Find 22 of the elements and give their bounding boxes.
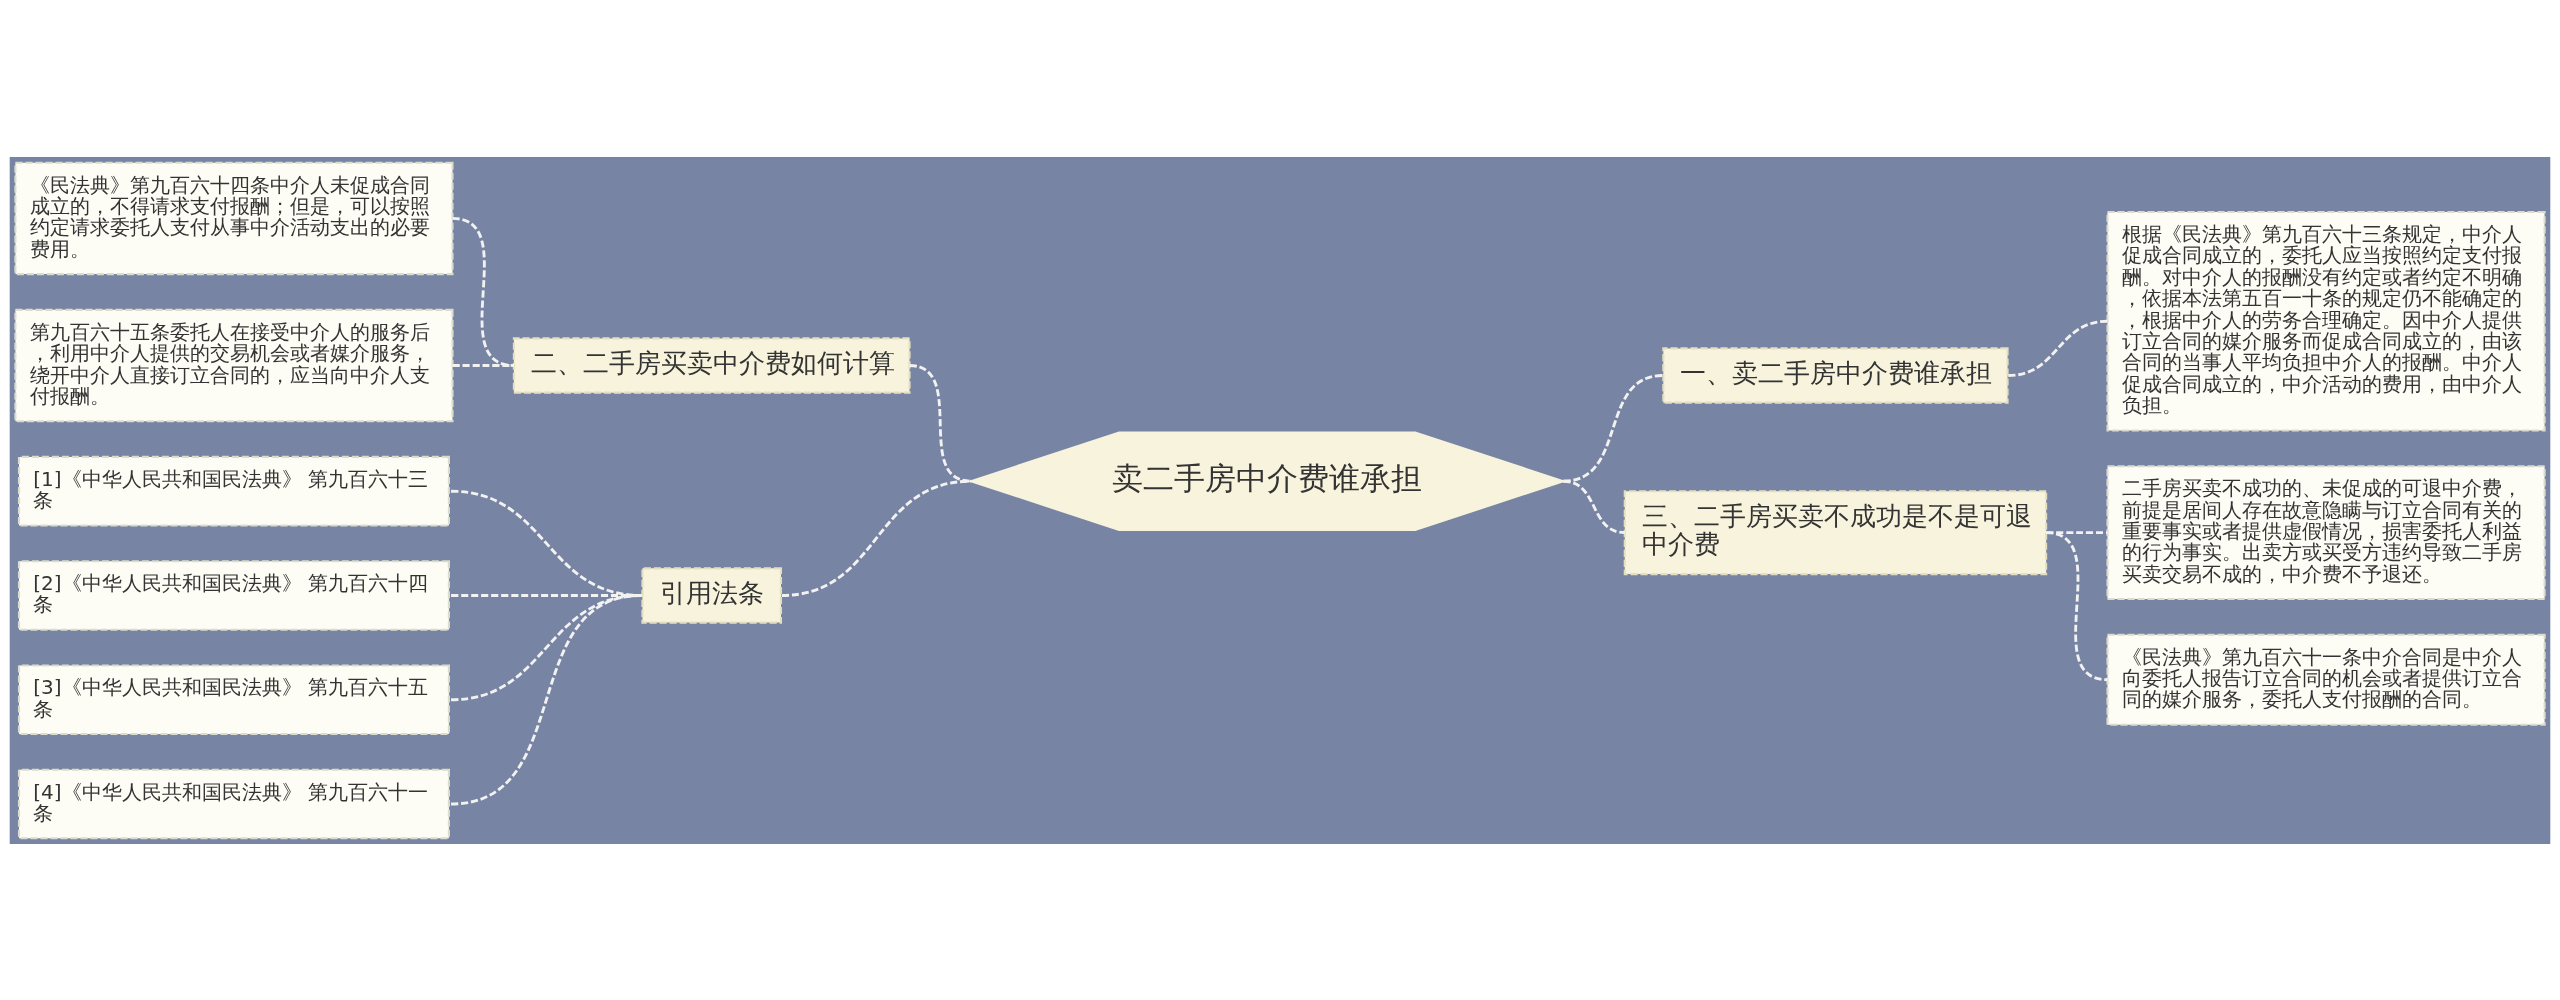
- node-box: 二手房买卖不成功的、未促成的可退中介费，前提是居间人存在故意隐瞒与订立合同有关的重要事实或者提供虚假情况，损害委托人利益的行为事实。出卖方或买受方违约导致二手房买卖交易不成的，中介费不予退还。: [2106, 464, 2546, 600]
- connector: [2008, 319, 2108, 377]
- node-box: [2]《中华人民共和国民法典》 第九百六十四条: [17, 559, 450, 631]
- node-box: [3]《中华人民共和国民法典》 第九百六十五条: [17, 663, 450, 735]
- connector: [1563, 479, 1625, 534]
- node-box: 引用法条: [641, 566, 783, 624]
- node-box: 第九百六十五条委托人在接受中介人的服务后，利用中介人提供的交易机会或者媒介服务，绕开中介人直接订立合同的，应当向中介人支付报酬。: [14, 308, 454, 422]
- connector: [909, 363, 972, 483]
- node-box: 二、二手房买卖中介费如何计算: [512, 336, 911, 394]
- connector: [781, 479, 972, 597]
- connector: [2045, 530, 2108, 681]
- connector: [452, 363, 514, 367]
- node-box: 一、卖二手房中介费谁承担: [1662, 346, 2009, 404]
- node-box: [1]《中华人民共和国民法典》 第九百六十三条: [17, 455, 450, 527]
- node-box: 《民法典》第九百六十一条中介合同是中介人向委托人报告订立合同的机会或者提供订立合同的媒介服务，委托人支付报酬的合同。: [2106, 633, 2546, 726]
- connector: [450, 593, 642, 805]
- node-box: 《民法典》第九百六十四条中介人未促成合同成立的，不得请求支付报酬；但是，可以按照约定请求委托人支付从事中介活动支出的必要费用。: [14, 161, 454, 275]
- connector: [452, 216, 515, 367]
- connector: [450, 593, 642, 701]
- node-box: [4]《中华人民共和国民法典》 第九百六十一条: [17, 768, 450, 839]
- node-box: 三、二手房买卖不成功是不是可退中介费: [1623, 489, 2048, 575]
- node-box: 根据《民法典》第九百六十三条规定，中介人促成合同成立的，委托人应当按照约定支付报酬。对中介人的报酬没有约定或者约定不明确，依据本法第五百一十条的规定仍不能确定的，根据中介人的劳务合理确定。因中介人提供订立合同的媒介服务而促成合同成立的，由该合同的当事人平均负担中介人的报酬。中介人促成合同成立的，中介活动的费用，由中介人负担。: [2106, 210, 2546, 432]
